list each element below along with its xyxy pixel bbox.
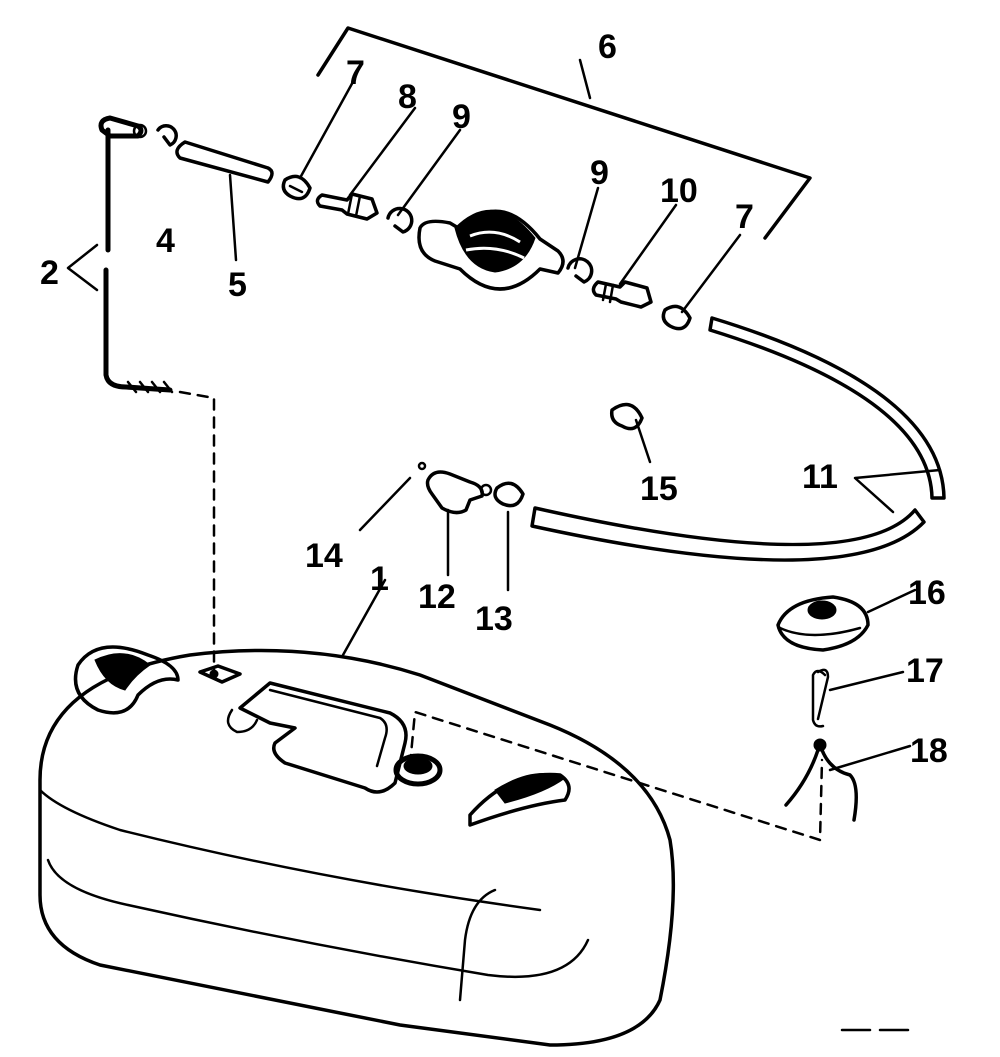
clamp-9-left — [386, 206, 414, 234]
callout-7-left: 7 — [346, 54, 365, 92]
assembly-bracket-6 — [316, 26, 812, 240]
callout-17: 17 — [906, 652, 944, 690]
o-ring-14 — [358, 461, 427, 532]
callout-15: 15 — [640, 470, 678, 508]
fuel-hose-11 — [530, 316, 946, 562]
hose-5 — [175, 140, 274, 184]
retainer-18 — [784, 738, 912, 822]
clamp-7-left — [281, 174, 312, 201]
callout-10: 10 — [660, 172, 698, 210]
clamp-7-right — [661, 304, 692, 331]
fuel-tank-1 — [38, 578, 676, 1047]
callout-5: 5 — [228, 266, 247, 304]
clamp-4 — [156, 124, 178, 147]
callout-1: 1 — [370, 560, 389, 598]
callout-13: 13 — [475, 600, 513, 638]
callout-8: 8 — [398, 78, 417, 116]
callout-9-right: 9 — [590, 154, 609, 192]
callout-6: 6 — [598, 28, 617, 66]
clamp-15 — [609, 402, 652, 464]
s-hook-17 — [811, 668, 905, 728]
callout-12: 12 — [418, 578, 456, 616]
callout-9-left: 9 — [452, 98, 471, 136]
pickup-tube-2 — [98, 115, 174, 394]
callout-2: 2 — [40, 254, 59, 292]
callout-11: 11 — [802, 458, 838, 496]
clamp-9-right — [566, 257, 594, 284]
primer-bulb — [417, 209, 565, 291]
callout-labels: 1 2 4 5 6 7 7 8 9 9 10 11 12 13 14 15 16… — [40, 28, 948, 770]
clamp-13 — [493, 481, 525, 592]
leader-2 — [66, 243, 99, 292]
fitting-10 — [591, 280, 653, 309]
callout-18: 18 — [910, 732, 948, 770]
callout-14: 14 — [305, 537, 343, 575]
connector-12 — [425, 470, 493, 577]
leader-11 — [853, 468, 942, 514]
callout-16: 16 — [908, 574, 946, 612]
callout-7-right: 7 — [735, 198, 754, 236]
assembly-dashed-lines — [178, 390, 824, 842]
callout-4: 4 — [156, 222, 175, 260]
filler-cap-16 — [776, 588, 917, 652]
fitting-8 — [315, 192, 379, 221]
leaders-top — [228, 78, 742, 314]
